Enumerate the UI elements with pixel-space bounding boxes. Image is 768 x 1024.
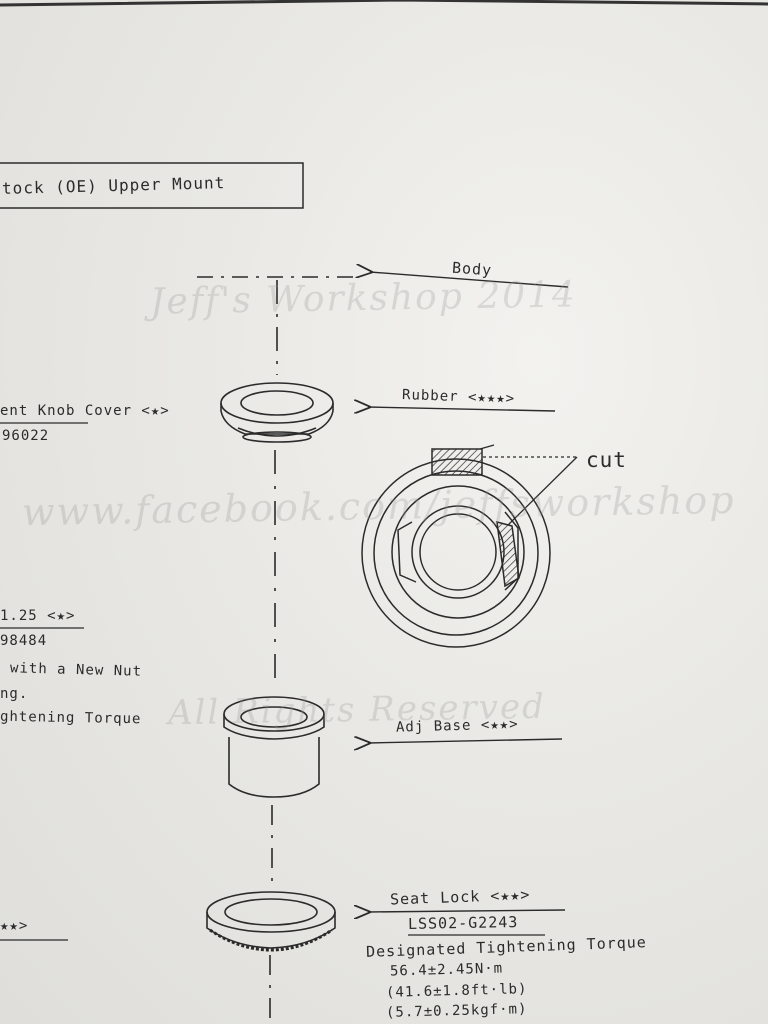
watermark-rights: All Rights Reserved bbox=[167, 686, 547, 734]
seat-lock-part-number: LSS02-G2243 bbox=[407, 913, 519, 933]
center-axis bbox=[197, 276, 355, 1024]
rubber-leader bbox=[368, 407, 556, 411]
rubber-part bbox=[220, 382, 334, 443]
adj-base-part bbox=[223, 696, 325, 798]
title-box bbox=[0, 162, 304, 209]
nut-part-number: 98484 bbox=[0, 633, 48, 649]
knob-cover-label: ent Knob Cover <★> bbox=[0, 403, 170, 419]
seat-lock-leader bbox=[368, 910, 566, 912]
cut-leaders bbox=[479, 444, 578, 526]
nut-size-label: 1.25 <★> bbox=[0, 608, 76, 624]
knob-cover-part-number: 96022 bbox=[2, 428, 50, 444]
underlines bbox=[0, 422, 545, 941]
cut-label: cut bbox=[586, 448, 627, 472]
nut-note-3: ghtening Torque bbox=[0, 708, 142, 728]
nut-note-2: ng. bbox=[0, 686, 29, 702]
bottom-left-stars: ★★> bbox=[0, 918, 29, 934]
seat-lock-part bbox=[206, 891, 336, 952]
torque-nm: 56.4±2.45N·m bbox=[389, 960, 504, 980]
top-frame-edge bbox=[0, 0, 768, 7]
adj-base-leader bbox=[368, 739, 563, 743]
body-leader bbox=[370, 272, 569, 288]
nut-note-1: with a New Nut bbox=[9, 660, 143, 680]
rubber-top-view bbox=[361, 448, 551, 648]
watermark-copyright: Jeff's Workshop 2014 bbox=[149, 274, 578, 323]
